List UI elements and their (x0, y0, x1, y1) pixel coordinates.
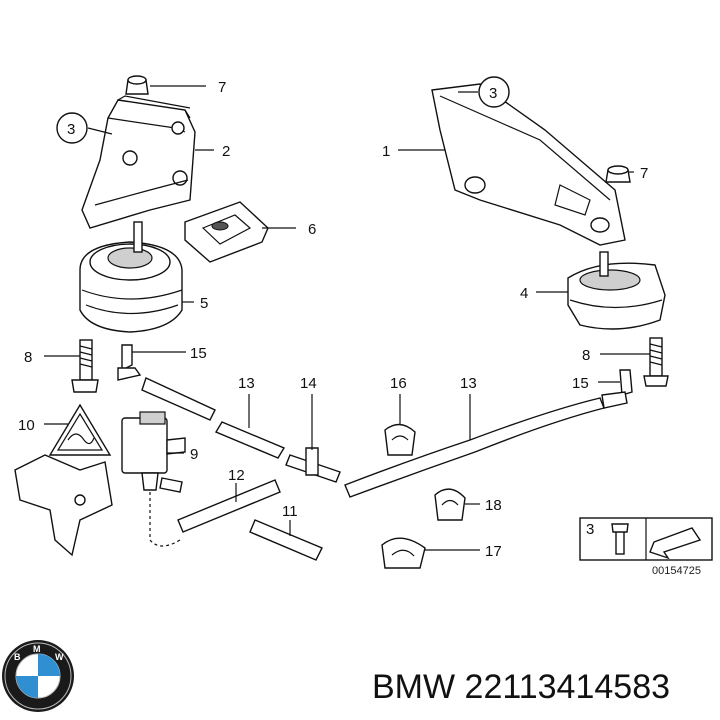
callout-15: 15 (572, 375, 589, 392)
legend-reference: 00154725 (652, 565, 701, 577)
engine-mount-4 (567, 251, 666, 330)
callout-18: 18 (485, 497, 502, 514)
bmw-logo: B M W (2, 640, 74, 712)
connector-15-left (117, 344, 142, 381)
warning-label-10 (48, 403, 112, 456)
nut-7-left (125, 75, 149, 95)
clip-17 (381, 537, 426, 569)
callout-1: 1 (382, 143, 390, 160)
t-connector-14 (285, 447, 341, 483)
callout-circle-3-right (478, 76, 510, 108)
svg-text:W: W (55, 652, 64, 662)
bottom-left-bracket (14, 454, 113, 557)
callout-16: 16 (390, 375, 407, 392)
callout-17: 17 (485, 543, 502, 560)
callout-4: 4 (520, 285, 528, 302)
clip-18 (434, 488, 466, 521)
callout-10: 10 (18, 417, 35, 434)
svg-text:B: B (14, 652, 21, 662)
callout-13: 13 (238, 375, 255, 392)
svg-text:M: M (33, 644, 41, 654)
callout-9: 9 (190, 446, 198, 463)
rubber-plate-6 (184, 201, 269, 263)
legend-item-number: 3 (586, 521, 594, 538)
callout-3: 3 (67, 121, 75, 138)
legend-arrow-icon (649, 527, 702, 560)
leader-lines (44, 85, 650, 551)
right-engine-bracket (431, 83, 626, 246)
callout-circle-3-left (56, 112, 88, 144)
part-number-title: BMW 22113414583 (372, 668, 670, 706)
bolt-8-left (71, 339, 99, 393)
callout-13: 13 (460, 375, 477, 392)
bolt-8-right (643, 337, 669, 387)
legend-box: 3 00154725 (579, 517, 713, 577)
nut-7-right (605, 165, 631, 183)
callout-15: 15 (190, 345, 207, 362)
callout-11: 11 (282, 503, 298, 520)
callout-6: 6 (308, 221, 316, 238)
left-engine-bracket (81, 95, 196, 229)
callout-5: 5 (200, 295, 208, 312)
callout-3: 3 (489, 85, 497, 102)
callout-7: 7 (640, 165, 648, 182)
callout-8: 8 (24, 349, 32, 366)
callout-2: 2 (222, 143, 230, 160)
callouts: 7 3 2 6 5 8 15 10 9 13 14 12 11 16 13 18… (18, 76, 648, 560)
legend-bolt-icon (615, 529, 625, 555)
callout-14: 14 (300, 375, 317, 392)
engine-mount-5 (79, 221, 183, 333)
callout-7: 7 (218, 79, 226, 96)
callout-12: 12 (228, 467, 245, 484)
hoses (141, 377, 605, 561)
clip-16 (384, 423, 416, 456)
connector-15-right (601, 369, 633, 409)
callout-8: 8 (582, 347, 590, 364)
valve-9 (121, 411, 186, 493)
